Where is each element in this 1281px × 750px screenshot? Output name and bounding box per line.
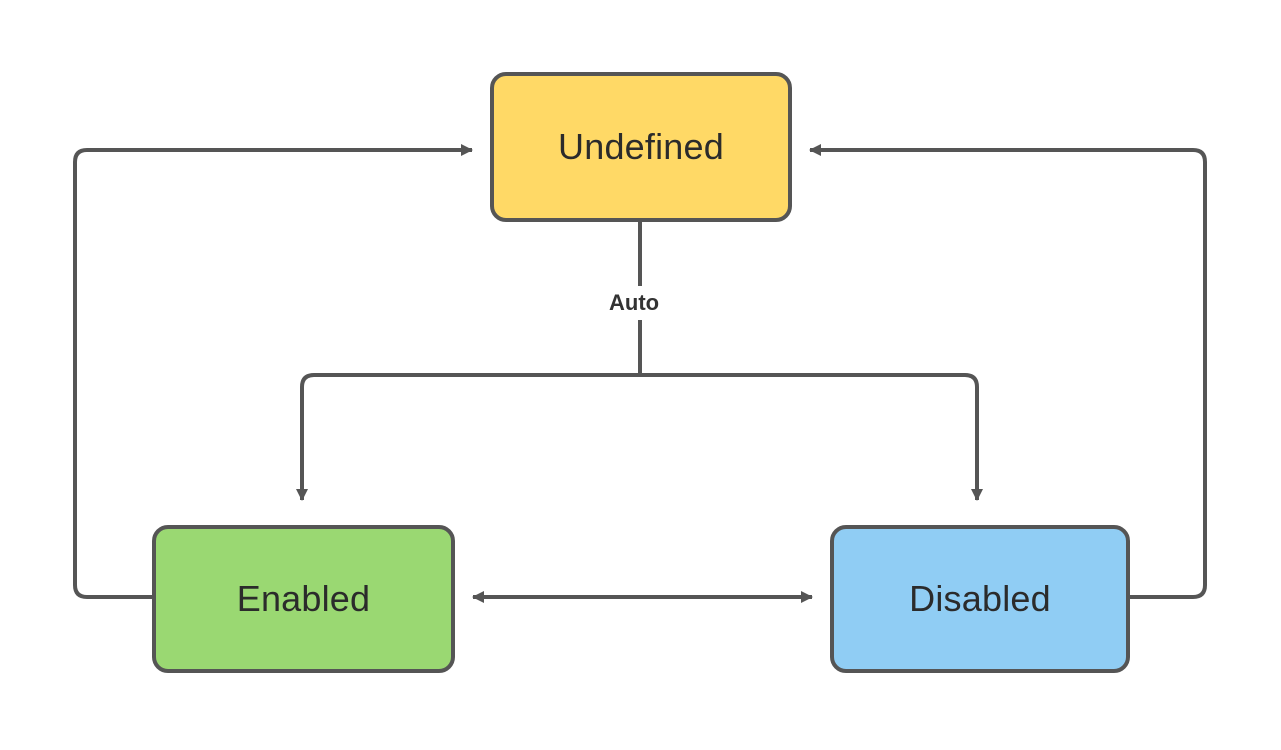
edge-enabled-to-undefined xyxy=(73,144,473,599)
state-node-enabled[interactable]: Enabled xyxy=(152,525,455,673)
edge-disabled-to-undefined xyxy=(809,144,1207,599)
state-node-undefined[interactable]: Undefined xyxy=(490,72,792,222)
edge-label-auto: Auto xyxy=(601,288,668,318)
state-node-enabled-label: Enabled xyxy=(236,578,371,619)
state-node-disabled[interactable]: Disabled xyxy=(830,525,1130,673)
edge-auto-to-enabled xyxy=(296,373,640,501)
state-node-undefined-label: Undefined xyxy=(558,126,724,167)
state-node-disabled-label: Disabled xyxy=(909,578,1051,619)
edge-auto-to-disabled xyxy=(640,373,983,501)
